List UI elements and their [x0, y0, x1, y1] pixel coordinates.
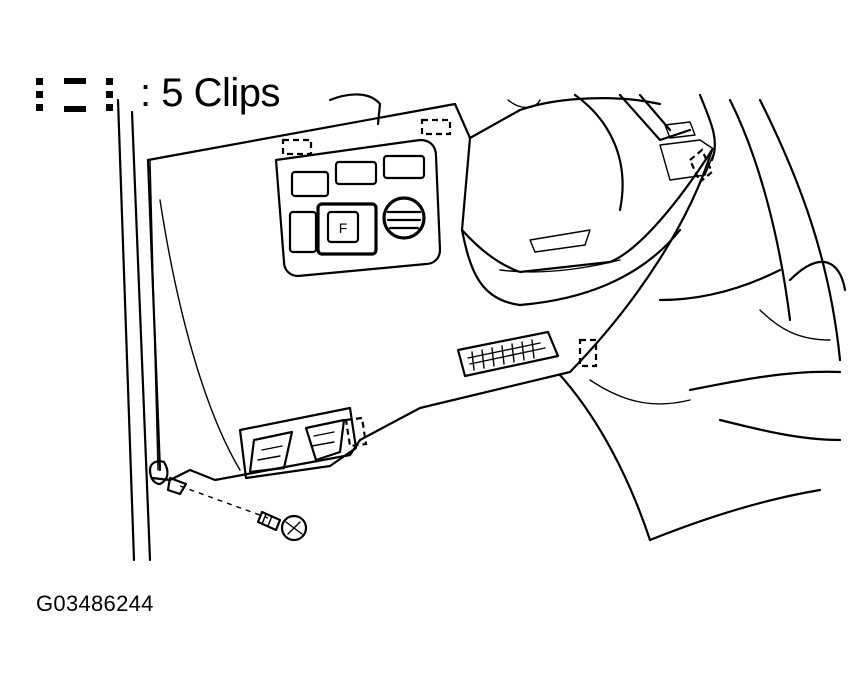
switch-blank-4 [288, 210, 318, 254]
lower-panel [146, 102, 714, 482]
dashed-clip-box-icon [36, 78, 113, 112]
clip-locations [281, 118, 714, 448]
clip-marker-1 [281, 138, 313, 156]
switch-bezel: F [274, 138, 442, 278]
dimmer-dial [382, 196, 426, 240]
switch-symbol-icon: F [339, 220, 348, 236]
vent-grille [456, 330, 560, 378]
fog-switch [316, 202, 378, 256]
switch-blank-3 [382, 154, 426, 180]
clip-marker-4 [578, 338, 598, 368]
switch-blank-2 [334, 160, 378, 186]
switch-blank-1 [290, 170, 330, 198]
seat-outline [558, 260, 847, 542]
lower-bracket [148, 406, 358, 496]
screw [179, 485, 308, 542]
clip-marker-5 [344, 416, 368, 448]
clip-marker-2 [420, 118, 452, 136]
dashboard-background [328, 93, 842, 362]
door-pillar [116, 98, 159, 562]
legend-label: : 5 Clips [140, 71, 281, 115]
figure-id: G03486244 [36, 591, 154, 616]
clip-marker-3 [688, 148, 714, 184]
clip-legend: : 5 Clips [34, 68, 281, 118]
